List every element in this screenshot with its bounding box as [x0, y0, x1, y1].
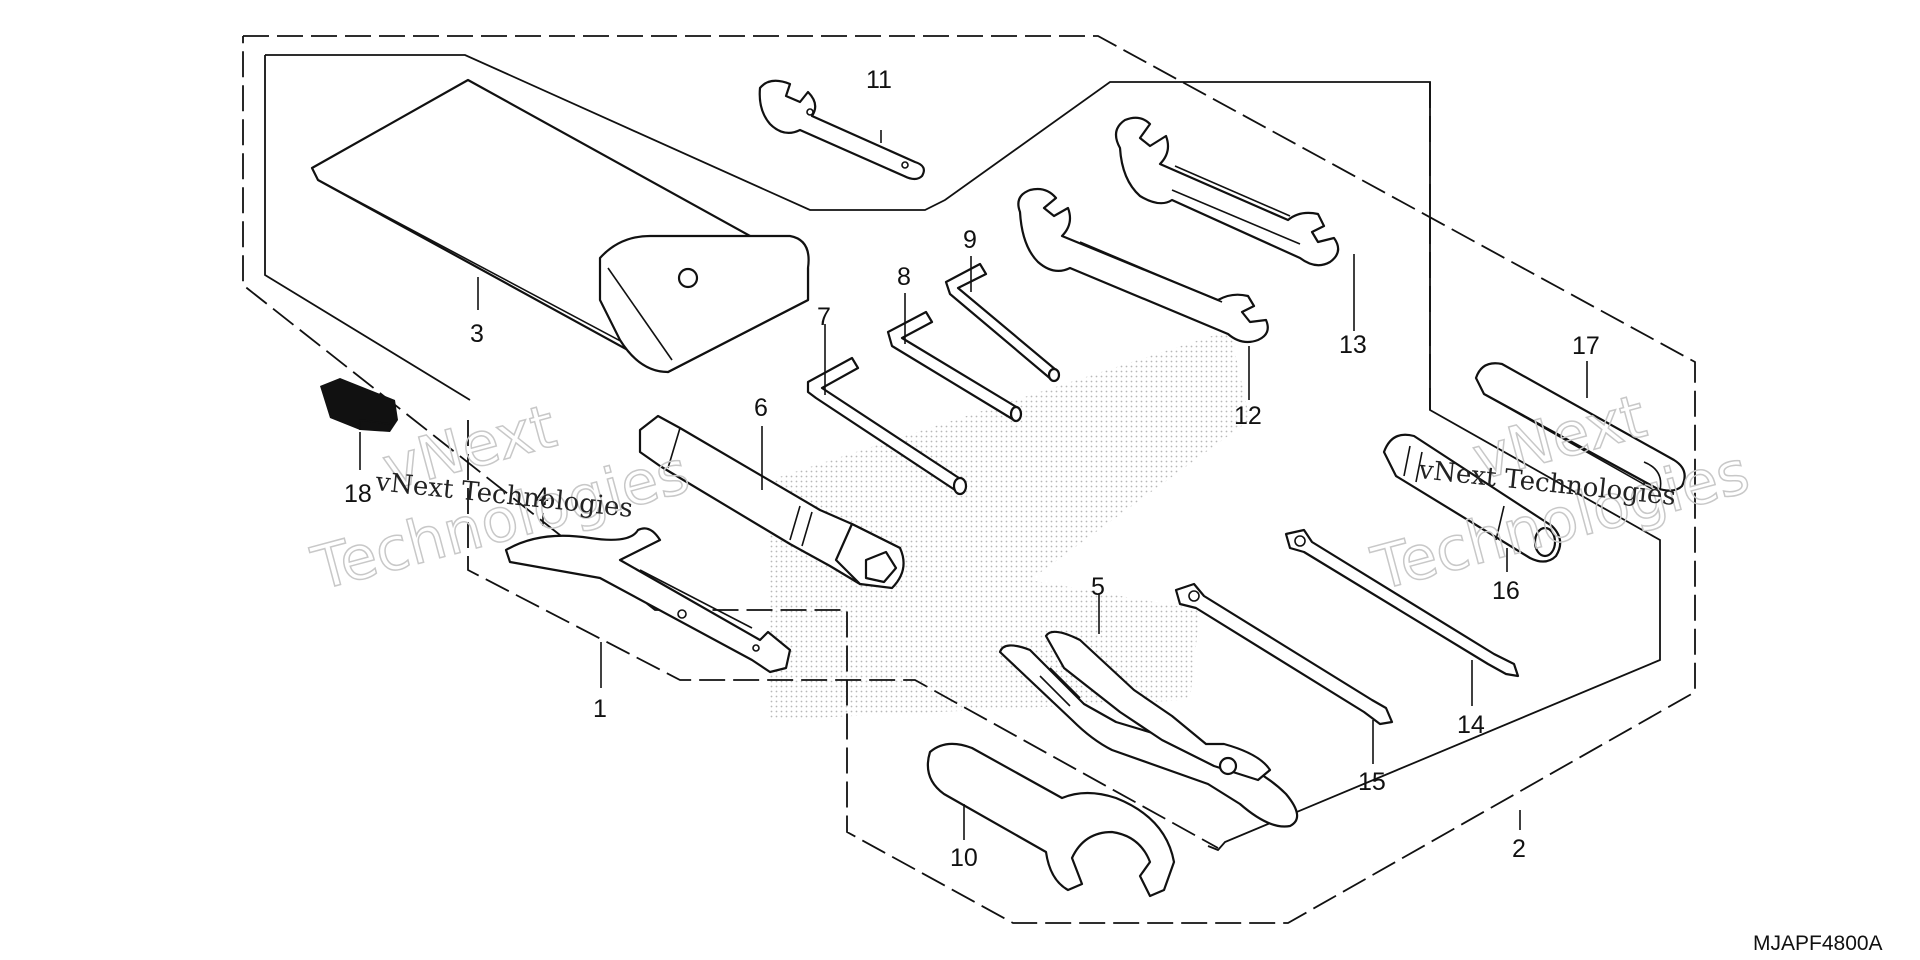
callout-4: 4 [535, 483, 549, 511]
leader-lines [359, 130, 1588, 840]
double-wrench-13 [1114, 116, 1340, 267]
callout-2: 2 [1512, 835, 1526, 863]
screwdriver-handle [1382, 433, 1562, 563]
callout-labels: 1 2 3 4 5 6 7 8 9 10 11 12 13 14 15 16 1… [344, 66, 1600, 872]
double-wrench-12 [1017, 187, 1269, 344]
hex-key-7 [806, 356, 968, 496]
callout-17: 17 [1572, 332, 1600, 360]
callout-9: 9 [963, 226, 977, 254]
plug-wrench [638, 414, 905, 590]
callout-1: 1 [593, 695, 607, 723]
callout-15: 15 [1358, 768, 1386, 796]
callout-14: 14 [1457, 711, 1485, 739]
screwdriver-phillips [1284, 528, 1520, 678]
screwdriver-flat [1174, 582, 1394, 726]
callout-12: 12 [1234, 402, 1262, 430]
callout-10: 10 [950, 844, 978, 872]
grip-sleeve [1474, 362, 1686, 492]
callout-5: 5 [1091, 573, 1105, 601]
kit-outline [242, 35, 1696, 924]
diagram-code: MJAPF4800A [1753, 932, 1883, 955]
stipple-shading [770, 330, 1250, 720]
small-wrench [758, 79, 925, 181]
hex-key-8 [886, 310, 1023, 423]
pliers [998, 630, 1299, 828]
hook-spanner [926, 742, 1176, 898]
callout-3: 3 [470, 320, 484, 348]
callout-7: 7 [817, 303, 831, 331]
callout-6: 6 [754, 394, 768, 422]
callout-16: 16 [1492, 577, 1520, 605]
tool-bag [310, 78, 810, 374]
hex-key-9 [944, 262, 1061, 383]
callout-13: 13 [1339, 331, 1367, 359]
callout-8: 8 [897, 263, 911, 291]
callout-18: 18 [344, 480, 372, 508]
callout-11: 11 [866, 66, 892, 94]
spanner-plate [504, 527, 792, 674]
clip [320, 378, 398, 432]
